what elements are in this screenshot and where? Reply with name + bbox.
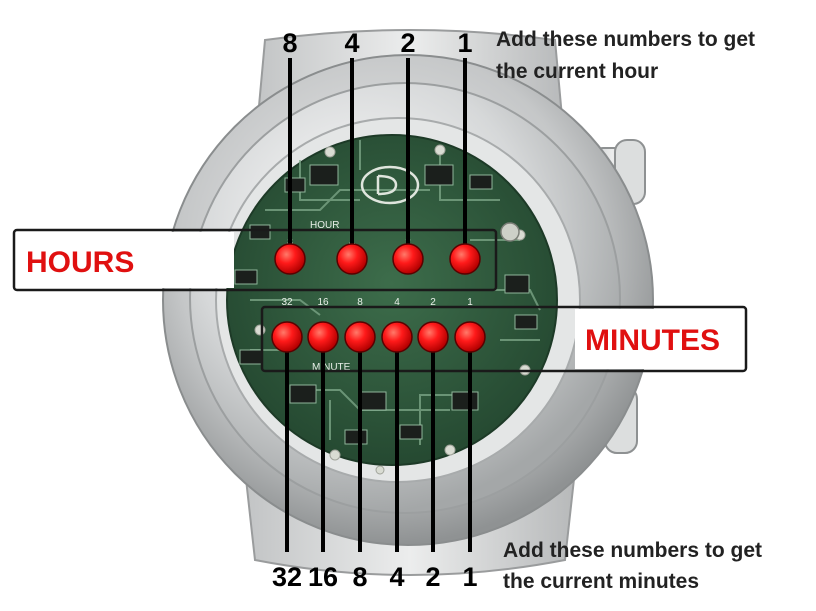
minute-bit-label: 8 [352, 562, 367, 592]
minute-bit-label: 32 [272, 562, 302, 592]
minute-led-32 [271, 321, 303, 353]
board-screw [500, 222, 520, 242]
hour-bit-labels: 8 4 2 1 [282, 28, 472, 58]
minutes-label-backdrop [575, 309, 744, 369]
hour-bit-label: 4 [344, 28, 359, 58]
hour-led-2 [392, 243, 424, 275]
pcb-minute-mark: 2 [430, 297, 436, 308]
pcb-minute-marks: 32 16 8 4 2 1 [281, 297, 473, 308]
minute-led-4 [381, 321, 413, 353]
minute-caption-line-2: the current minutes [503, 570, 699, 593]
minute-bit-label: 4 [389, 562, 404, 592]
hour-leds [274, 243, 481, 275]
minute-led-16 [307, 321, 339, 353]
hour-leader-lines [288, 58, 467, 247]
minute-led-2 [417, 321, 449, 353]
board-logo [360, 165, 420, 205]
hours-label-backdrop [16, 232, 234, 288]
hour-bit-label: 2 [400, 28, 415, 58]
minute-led-1 [454, 321, 486, 353]
pcb-minute-mark: 4 [394, 297, 400, 308]
hour-caption-line-1: Add these numbers to get [496, 28, 755, 51]
pcb-minute-text: MINUTE [312, 362, 351, 373]
minutes-label: MINUTES [585, 324, 720, 357]
pcb-minute-mark: 8 [357, 297, 363, 308]
pcb-minute-mark: 1 [467, 297, 473, 308]
minute-caption-line-1: Add these numbers to get [503, 539, 762, 562]
hour-bit-label: 1 [457, 28, 472, 58]
hour-bit-label: 8 [282, 28, 297, 58]
minute-bit-label: 1 [462, 562, 477, 592]
minute-leds [271, 321, 486, 353]
pcb-hour-text: HOUR [310, 220, 339, 231]
hour-led-1 [449, 243, 481, 275]
hour-caption-line-2: the current hour [496, 60, 658, 83]
circuit-board: HOUR MINUTE 8 4 2 1 32 16 8 4 2 1 [226, 134, 558, 475]
minute-led-8 [344, 321, 376, 353]
pcb-minute-mark: 16 [317, 297, 329, 308]
minutes-callout-box [260, 305, 748, 373]
minute-bit-label: 16 [308, 562, 338, 592]
hour-led-8 [274, 243, 306, 275]
hours-label: HOURS [26, 246, 134, 279]
minute-bit-label: 2 [425, 562, 440, 592]
minute-leader-lines [285, 349, 472, 552]
hour-led-4 [336, 243, 368, 275]
hours-callout-box [12, 228, 498, 292]
pcb-minute-mark: 32 [281, 297, 293, 308]
